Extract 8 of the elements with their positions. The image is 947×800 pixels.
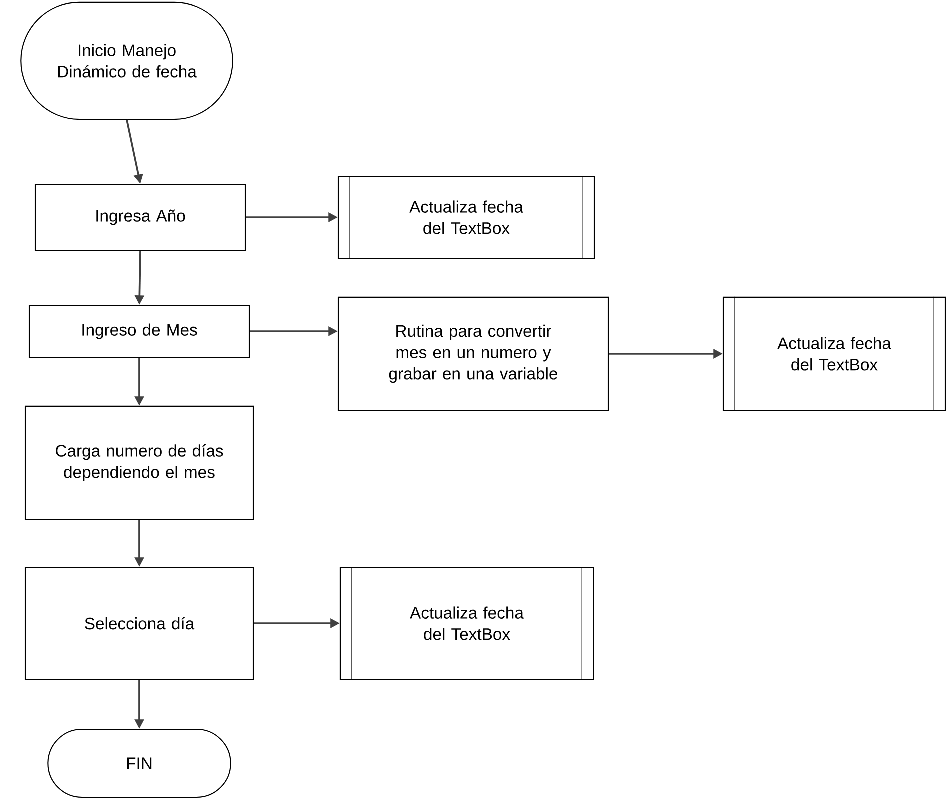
process-box: Selecciona día: [24, 566, 254, 680]
process-box: Carga numero de días dependiendo el mes: [24, 406, 254, 520]
process-box: Ingreso de Mes: [28, 304, 250, 358]
process-box: Ingresa Año: [34, 184, 246, 252]
subprocess-box: Actualiza fecha del TextBox: [340, 566, 594, 680]
subprocess-box: Actualiza fecha del TextBox: [338, 176, 596, 260]
process-box: Rutina para convertir mes en un numero y grabar en una variable: [338, 296, 610, 412]
subprocess-box: Actualiza fecha del TextBox: [722, 296, 946, 412]
